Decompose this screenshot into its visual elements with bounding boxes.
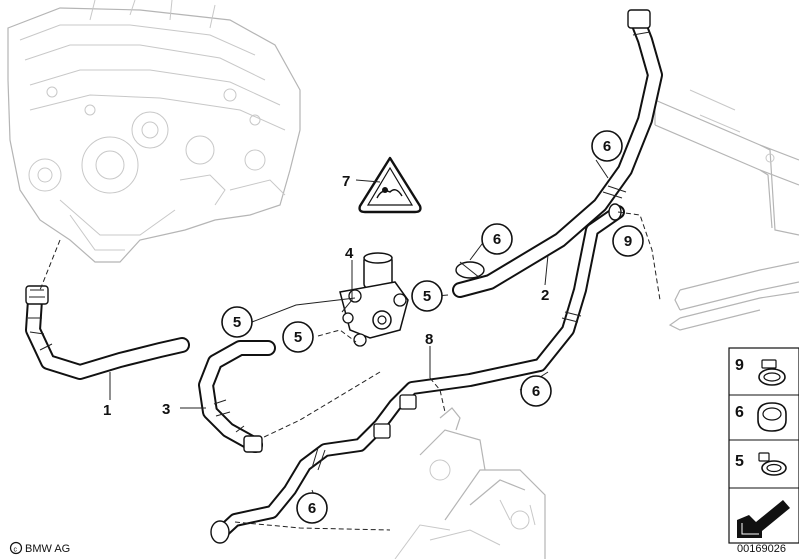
- legend-item-9-label: 9: [735, 357, 744, 374]
- callout-6-upper-middle-text: 6: [493, 231, 501, 248]
- leader-lines: [39, 159, 661, 531]
- brand-footer: c BMW AG: [9, 541, 70, 555]
- legend-item-6-label: 6: [735, 404, 744, 421]
- label-part-1: 1: [103, 402, 111, 419]
- callout-5-left-text: 5: [233, 314, 241, 331]
- callout-9: 9: [612, 225, 644, 257]
- callout-6-bottom-text: 6: [308, 500, 316, 517]
- label-part-4: 4: [345, 245, 354, 262]
- label-part-8: 8: [425, 331, 433, 348]
- callout-5-middle: 5: [282, 321, 314, 353]
- callout-5-right-text: 5: [423, 288, 431, 305]
- valve-part-4: [339, 252, 409, 347]
- label-part-3: 3: [162, 401, 170, 418]
- engine-block-illustration: [7, 0, 301, 263]
- diagram-part-number: 00169026: [737, 543, 786, 555]
- hose-part-3: [198, 340, 276, 453]
- callout-6-bottom: 6: [296, 492, 328, 524]
- brand-text: BMW AG: [25, 543, 70, 555]
- legend-item-5: 5: [735, 452, 787, 476]
- hose-part-2: [452, 9, 663, 298]
- callout-5-middle-text: 5: [294, 329, 302, 346]
- callout-6-lower-right: 6: [520, 375, 552, 407]
- label-part-7: 7: [342, 173, 350, 190]
- lower-pump-illustration: [394, 407, 546, 559]
- warning-label-part-7: [358, 156, 422, 214]
- legend-panel: 9 6 5: [728, 347, 799, 544]
- legend-item-5-label: 5: [735, 453, 744, 470]
- heater-core-illustration: [654, 89, 799, 331]
- callout-6-lower-right-text: 6: [532, 383, 540, 400]
- callout-6-upper-middle: 6: [481, 223, 513, 255]
- callout-9-text: 9: [624, 233, 632, 250]
- hose-part-8: [210, 203, 625, 544]
- callout-5-left: 5: [221, 306, 253, 338]
- hose-part-1: [25, 285, 190, 380]
- label-part-2: 2: [541, 287, 549, 304]
- legend-item-9: 9: [735, 357, 786, 386]
- legend-item-6: 6: [735, 402, 787, 432]
- callout-6-top-text: 6: [603, 138, 611, 155]
- svg-text:c: c: [14, 547, 18, 554]
- direction-arrow-icon: [737, 500, 790, 538]
- callout-5-right: 5: [411, 280, 443, 312]
- callout-6-top: 6: [591, 130, 623, 162]
- copyright-icon: [9, 541, 23, 555]
